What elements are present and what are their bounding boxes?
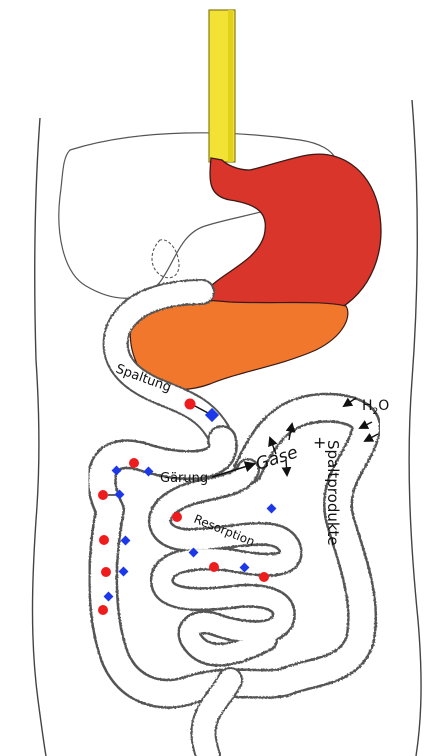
- red-dot: [101, 567, 111, 577]
- body-outline-right: [409, 100, 421, 756]
- red-dot: [185, 399, 196, 410]
- label-gaerung: Gärung: [160, 471, 208, 486]
- gallbladder-outline: [152, 240, 179, 278]
- blue-diamond: [267, 504, 277, 514]
- red-dot: [99, 535, 109, 545]
- red-dot: [129, 458, 139, 468]
- pancreas: [130, 300, 347, 389]
- red-dot: [98, 605, 108, 615]
- red-dot: [172, 512, 182, 522]
- red-dot: [259, 572, 269, 582]
- label-spaltprodukte: Spaltprodukte: [324, 440, 342, 546]
- blue-diamond: [121, 536, 131, 546]
- body-outline-left: [33, 118, 47, 756]
- red-dot: [98, 490, 108, 500]
- blue-diamond: [119, 567, 129, 577]
- red-dot: [209, 562, 219, 572]
